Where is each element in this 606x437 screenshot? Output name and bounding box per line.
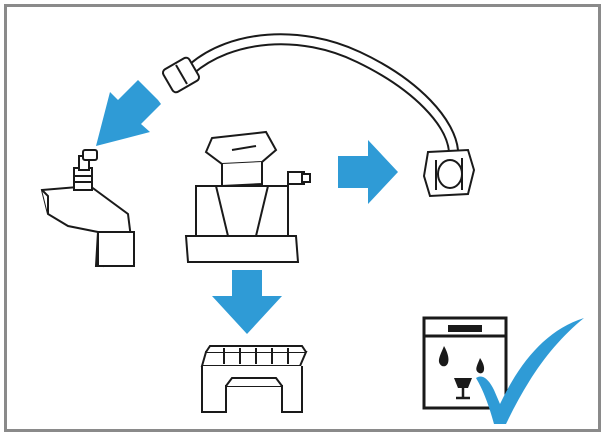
hose-clip-icon — [422, 148, 476, 198]
nozzle-connector-icon — [40, 149, 136, 268]
arrow-down-left-icon — [96, 80, 161, 146]
checkmark-icon — [476, 318, 584, 424]
filter-tray-icon — [200, 345, 308, 413]
arrow-right-icon — [338, 140, 398, 204]
arrow-down-icon — [212, 270, 282, 334]
hose-icon — [161, 33, 459, 153]
valve-assembly-icon — [184, 130, 311, 263]
